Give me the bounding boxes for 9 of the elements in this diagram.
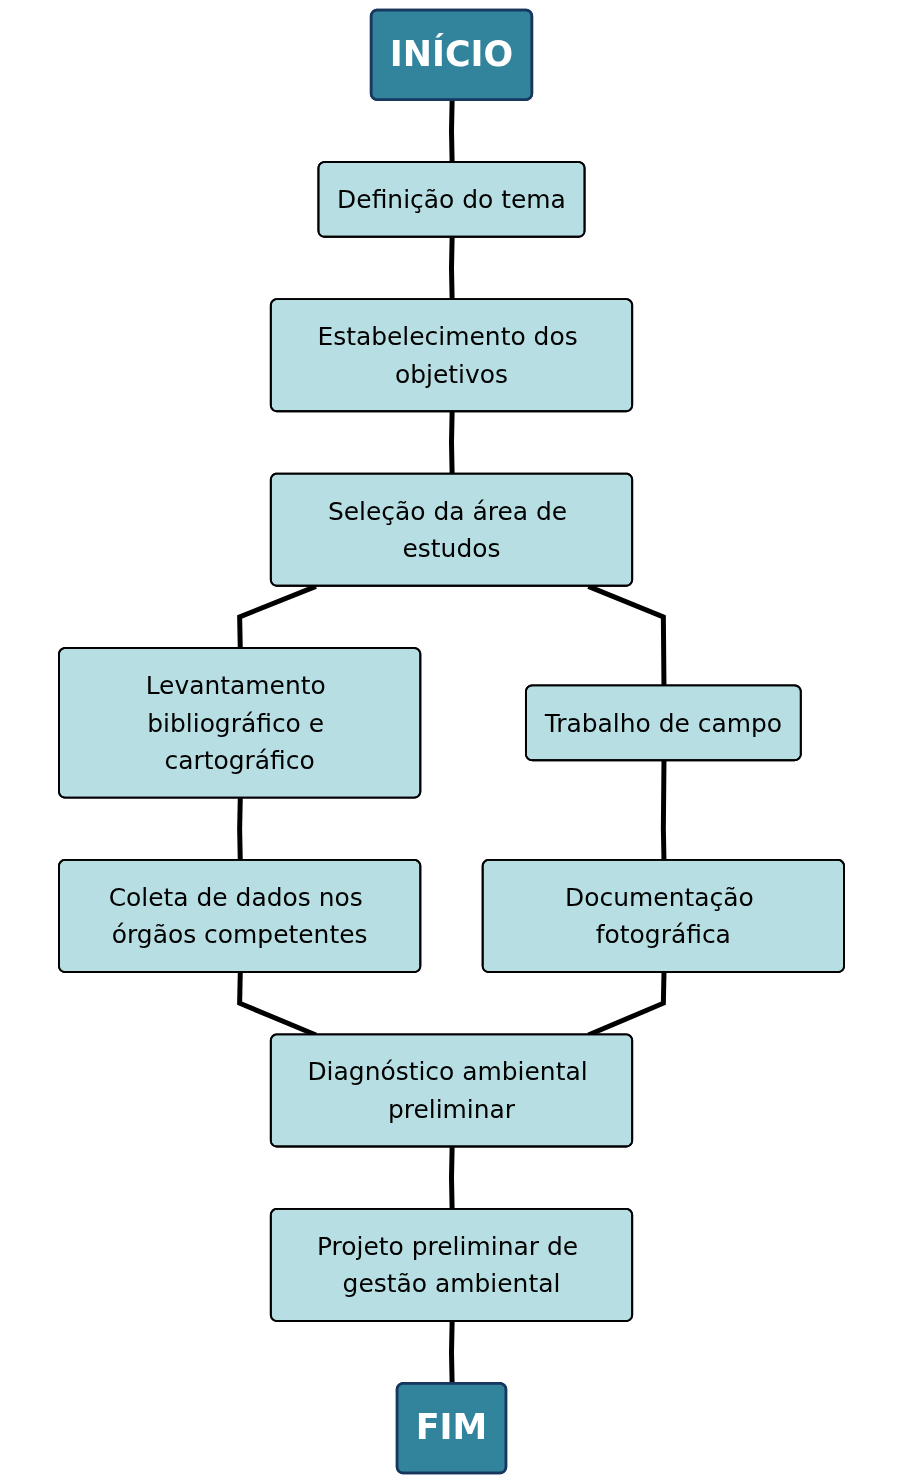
- connector: [449, 1147, 455, 1210]
- connector: [449, 411, 455, 475]
- connector: [237, 798, 243, 861]
- connector: [660, 760, 667, 861]
- connector: [449, 1321, 455, 1384]
- connector: [237, 584, 317, 649]
- connector: [449, 100, 455, 163]
- connector: [587, 584, 667, 687]
- connector: [449, 237, 455, 300]
